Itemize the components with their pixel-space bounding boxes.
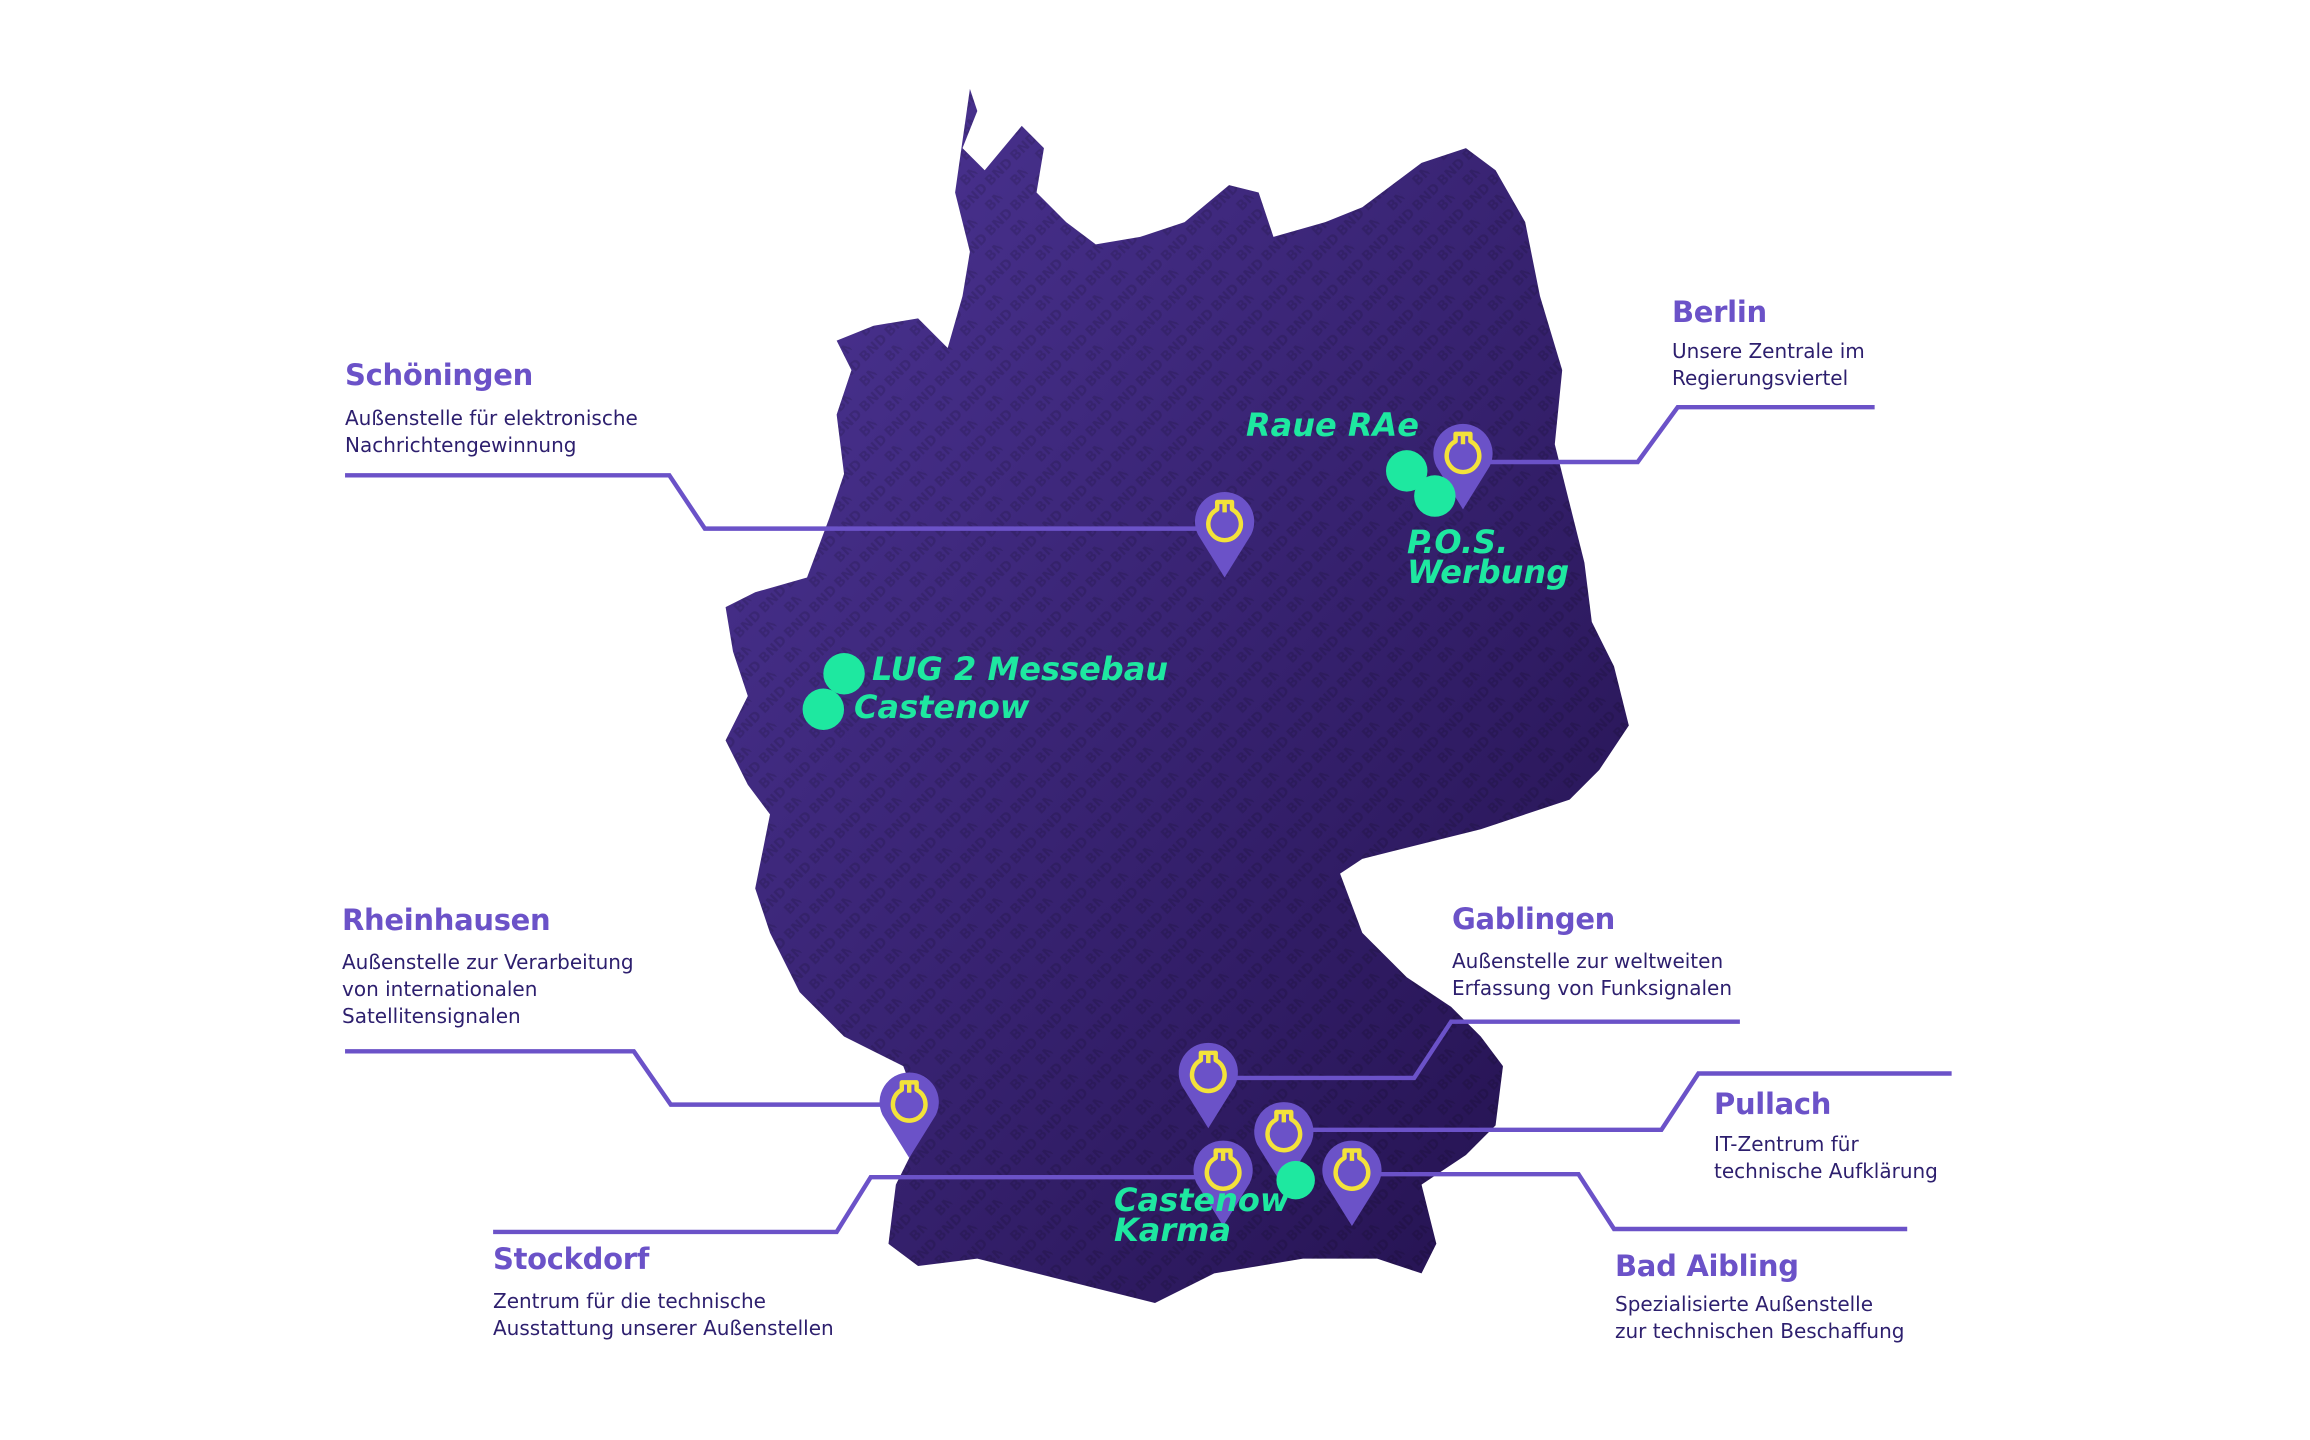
location-title-gablingen: Gablingen [1452, 902, 1616, 936]
partner-dot-castenow [802, 688, 845, 730]
location-title-berlin: Berlin [1672, 295, 1767, 329]
line-schoeningen [345, 473, 1225, 531]
partner-label-castenow: Castenow [854, 688, 1030, 726]
plug-icon [1206, 499, 1244, 543]
line-gablingen [1236, 1019, 1740, 1081]
partner-dot-lug [823, 652, 865, 695]
map-pin-bad-aibling[interactable] [1322, 1140, 1382, 1227]
partner-dot-raue [1385, 450, 1428, 492]
location-title-pullach: Pullach [1714, 1087, 1832, 1121]
map-pin-berlin[interactable] [1433, 423, 1493, 510]
plug-icon [1265, 1109, 1303, 1153]
partner-dot-pos [1414, 475, 1456, 517]
line-bad-aibling [1380, 1171, 1908, 1232]
line-stockdorf [493, 1174, 1224, 1235]
location-title-stockdorf: Stockdorf [493, 1242, 650, 1276]
location-title-schoeningen: Schöningen [345, 358, 533, 392]
plug-icon [1189, 1050, 1227, 1094]
partner-dot-karma [1276, 1160, 1315, 1200]
line-rheinhausen [345, 1049, 910, 1107]
plug-icon [1333, 1148, 1371, 1191]
germany-shape [725, 88, 1629, 1304]
partner-label-lug: LUG 2 Messebau [872, 650, 1169, 688]
line-pullach [1310, 1071, 1952, 1133]
map-pin-gablingen[interactable] [1178, 1042, 1238, 1129]
map-pin-rheinhausen[interactable] [879, 1072, 939, 1158]
plug-icon [1204, 1148, 1242, 1191]
map-pin-schoeningen[interactable] [1194, 492, 1255, 578]
location-title-rheinhausen: Rheinhausen [342, 903, 551, 937]
partner-dots [802, 652, 865, 730]
map-pin-pullach[interactable] [1254, 1102, 1314, 1188]
partner-label-pos: P.O.S.Werbung [1407, 523, 1570, 591]
line-berlin [1488, 404, 1875, 465]
map-pin-stockdorf[interactable] [1193, 1140, 1253, 1227]
location-title-bad-aibling: Bad Aibling [1615, 1249, 1799, 1283]
partner-label-raue: Raue RAe [1246, 406, 1419, 444]
plug-icon [1444, 431, 1482, 475]
plug-icon [890, 1080, 928, 1123]
connector-lines [345, 404, 1952, 1235]
